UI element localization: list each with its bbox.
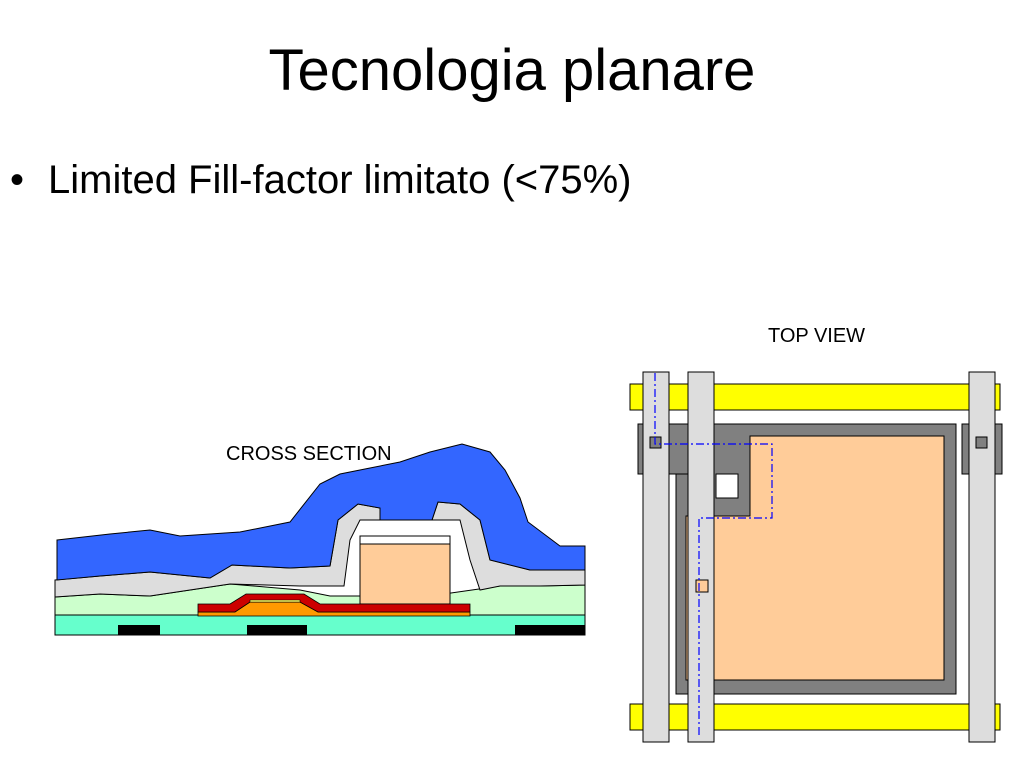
bullet-text: Limited Fill-factor limitato (<75%) — [48, 158, 632, 202]
cs-metal-pad — [118, 625, 160, 635]
cross-section-label: CROSS SECTION — [226, 443, 392, 465]
tv-via — [975, 436, 988, 449]
slide-title: Tecnologia planare — [268, 38, 756, 103]
tv-trace — [654, 373, 773, 738]
cs-top-electrode — [359, 535, 451, 545]
tv-notch — [715, 473, 739, 499]
bullet-item: • Limited Fill-factor limitato (<75%) — [10, 156, 632, 204]
cs-yellow-layer — [249, 599, 301, 603]
tv-contact — [695, 579, 709, 593]
tv-data-line — [968, 371, 996, 743]
cs-metal-pad — [515, 625, 585, 635]
tv-photodiode-area — [685, 435, 945, 681]
top-view-label: TOP VIEW — [768, 325, 866, 347]
cs-red-layer — [197, 593, 471, 613]
tv-data-line — [642, 371, 670, 743]
tv-gate-line — [629, 703, 1001, 731]
tv-gate-line — [629, 383, 1001, 411]
cs-metal-pad — [247, 625, 307, 635]
bullet-marker: • — [10, 158, 25, 202]
tv-data-line — [687, 371, 715, 743]
cs-passivation-layer — [56, 443, 586, 581]
